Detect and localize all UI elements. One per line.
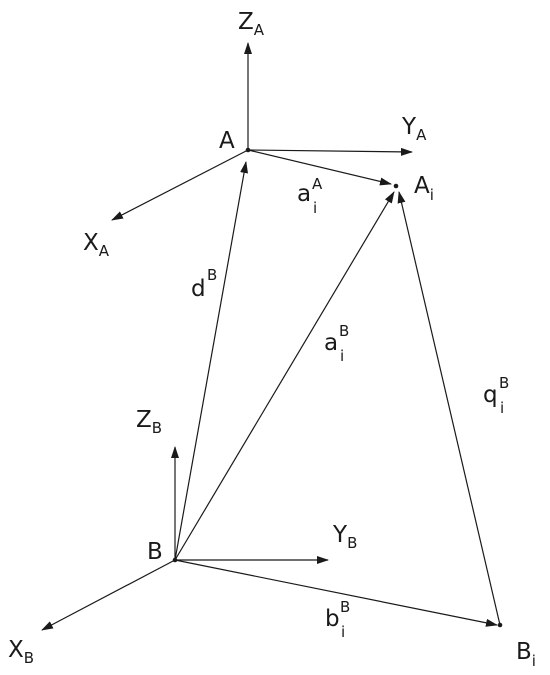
svg-text:i: i [341, 623, 345, 641]
label-z-b: ZB [136, 407, 162, 437]
vector-b-i-b-arrow [174, 559, 498, 627]
frame-a-y-axis [247, 147, 413, 156]
label-origin-a: A [219, 128, 235, 154]
frame-b-x-axis [41, 559, 176, 631]
label-z-a: ZA [238, 9, 265, 39]
svg-text:i: i [313, 199, 317, 217]
svg-text:B: B [339, 322, 349, 340]
label-y-a: YA [401, 114, 427, 144]
label-vector-b-i-b: b B i [325, 598, 350, 641]
svg-text:B: B [340, 598, 350, 616]
vector-q-i-b-arrow [397, 191, 501, 626]
svg-text:a: a [297, 181, 311, 207]
svg-text:i: i [340, 347, 344, 365]
svg-text:B: B [499, 374, 509, 392]
svg-text:d: d [191, 276, 206, 302]
svg-text:a: a [324, 330, 338, 356]
frame-a-x-axis [111, 149, 249, 221]
svg-text:b: b [325, 606, 340, 632]
vector-d-b-arrow [174, 161, 249, 561]
vector-a-i-b-arrow [174, 191, 395, 561]
point-ai-dot [393, 183, 399, 189]
svg-text:B: B [207, 266, 217, 284]
point-b-dot [172, 557, 178, 563]
label-vector-q-i-b: q B i [483, 374, 509, 417]
label-x-a: XA [83, 230, 110, 260]
label-point-bi: Bi [516, 639, 536, 670]
svg-text:A: A [312, 175, 323, 193]
label-point-ai: Ai [414, 173, 434, 204]
label-vector-d-b: d B [191, 266, 217, 302]
label-vector-a-i-a: a A i [297, 175, 323, 217]
svg-text:i: i [500, 399, 504, 417]
label-origin-b: B [147, 539, 163, 565]
point-a-dot [245, 147, 251, 153]
vector-a-i-a-arrow [247, 149, 392, 186]
label-vector-a-i-b: a B i [324, 322, 349, 365]
label-x-b: XB [8, 637, 34, 667]
point-bi-dot [497, 622, 503, 628]
label-y-b: YB [332, 522, 357, 552]
svg-text:q: q [483, 382, 498, 408]
